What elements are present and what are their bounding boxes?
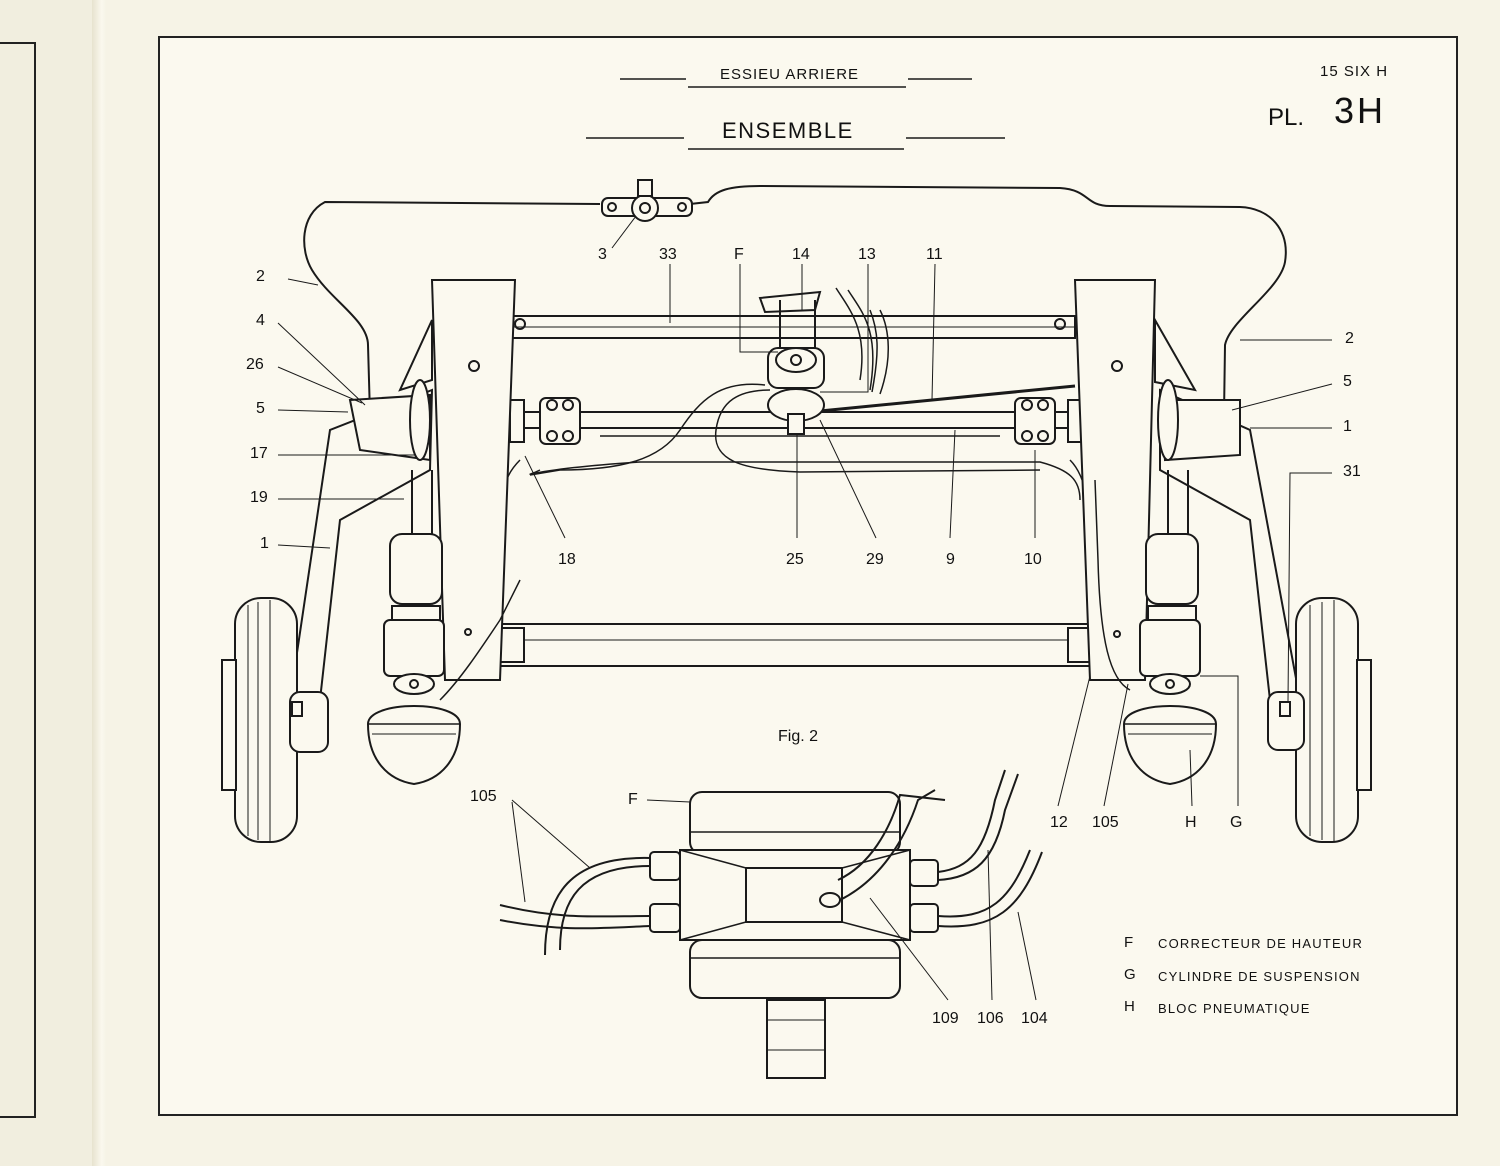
callout-left-17: 17 — [250, 445, 268, 462]
title-rules — [586, 78, 1005, 150]
callout-left-1: 1 — [260, 535, 269, 552]
corrector-detail — [499, 769, 1043, 1079]
legend-text-f: CORRECTEUR DE HAUTEUR — [1158, 936, 1364, 951]
callout-top-14: 14 — [792, 246, 810, 263]
right-wheel — [1267, 597, 1372, 843]
legend-key-h: H — [1124, 998, 1135, 1015]
drawing-title: ENSEMBLE — [722, 118, 854, 143]
callout-105-right: 105 — [1092, 814, 1119, 831]
height-corrector — [529, 287, 1041, 476]
callout-12: 12 — [1050, 814, 1068, 831]
callout-right-5: 5 — [1343, 373, 1352, 390]
callout-g: G — [1230, 814, 1243, 831]
legend-text-h: BLOC PNEUMATIQUE — [1158, 1001, 1311, 1016]
left-suspension-unit — [366, 470, 462, 786]
right-suspension-unit — [1122, 470, 1218, 786]
facing-page-border — [0, 42, 36, 1118]
callout-29: 29 — [866, 551, 884, 568]
upper-cross-tube — [504, 315, 1076, 339]
callout-109: 109 — [932, 1010, 959, 1027]
callout-left-26: 26 — [246, 356, 264, 373]
right-side-member — [1073, 279, 1302, 701]
callout-right-31: 31 — [1343, 463, 1361, 480]
callout-left-4: 4 — [256, 312, 265, 329]
callout-top-11: 11 — [926, 246, 943, 263]
callout-right-1: 1 — [1343, 418, 1352, 435]
callout-right-2: 2 — [1345, 330, 1354, 347]
callout-left-2: 2 — [256, 268, 265, 285]
lower-cross-tube — [497, 623, 1095, 667]
facing-page-strip — [0, 0, 100, 1166]
callout-10: 10 — [1024, 551, 1042, 568]
legend-key-f: F — [1124, 934, 1134, 951]
brake-pipe — [303, 184, 1287, 416]
model-code: 15 SIX H — [1320, 63, 1389, 80]
callout-105-left: 105 — [470, 788, 497, 805]
plate-number: 3H — [1334, 90, 1387, 131]
pipe-105-left — [439, 579, 521, 701]
drawing-subtitle: ESSIEU ARRIERE — [720, 66, 860, 83]
callout-left-19: 19 — [250, 489, 268, 506]
callout-top-13: 13 — [858, 246, 876, 263]
pipe-junction — [601, 179, 693, 222]
callout-25: 25 — [786, 551, 804, 568]
callout-left-5: 5 — [256, 400, 265, 417]
left-wheel — [221, 597, 329, 843]
callout-104: 104 — [1021, 1010, 1048, 1027]
callout-detail-f: F — [628, 791, 638, 808]
callout-106: 106 — [977, 1010, 1004, 1027]
figure-caption: Fig. 2 — [778, 728, 819, 745]
linkage-rod — [809, 384, 1076, 414]
plate-prefix: PL. — [1268, 104, 1305, 131]
callout-top-f: F — [734, 246, 744, 263]
page-fold — [92, 0, 106, 1166]
leader-lines — [277, 215, 1333, 1001]
callout-9: 9 — [946, 551, 955, 568]
callout-h: H — [1185, 814, 1197, 831]
callout-top-33: 33 — [659, 246, 677, 263]
callout-top-3: 3 — [598, 246, 607, 263]
callout-18: 18 — [558, 551, 576, 568]
pipe-105-right — [1094, 479, 1131, 691]
legend-text-g: CYLINDRE DE SUSPENSION — [1158, 969, 1361, 984]
legend-key-g: G — [1124, 966, 1136, 983]
